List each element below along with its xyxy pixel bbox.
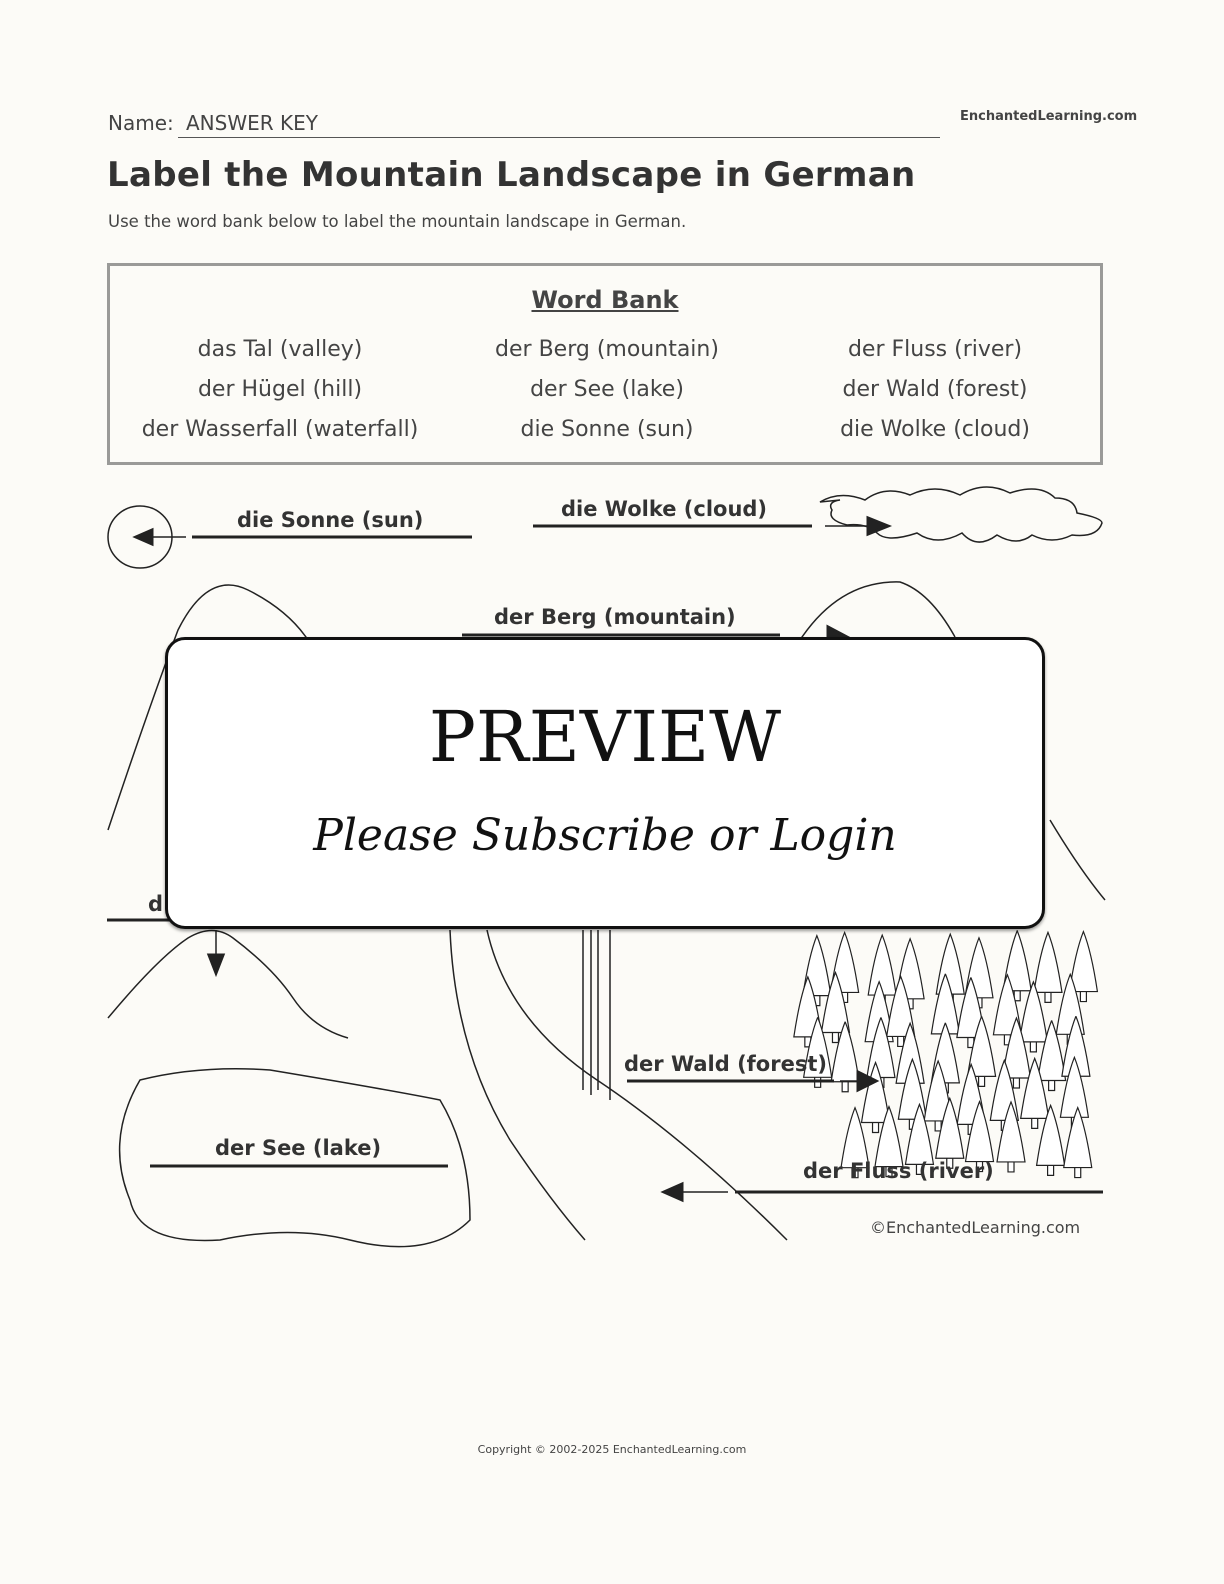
name-label: Name: xyxy=(108,111,174,135)
preview-overlay[interactable]: PREVIEW Please Subscribe or Login xyxy=(165,637,1045,929)
word-bank-item: die Sonne (sun) xyxy=(520,417,694,442)
mountain-right xyxy=(799,581,1106,901)
word-bank-item: der Wasserfall (waterfall) xyxy=(141,417,419,442)
tree-icon xyxy=(904,1102,935,1175)
word-bank-column: das Tal (valley) der Hügel (hill) der Wa… xyxy=(115,330,445,450)
word-bank-item: die Wolke (cloud) xyxy=(840,417,1030,442)
cloud-shape xyxy=(819,486,1103,543)
word-bank-column: der Berg (mountain) der See (lake) die S… xyxy=(442,330,772,450)
lake-shape xyxy=(118,1068,471,1248)
instructions: Use the word bank below to label the mou… xyxy=(108,212,687,231)
word-bank: Word Bank das Tal (valley) der Hügel (hi… xyxy=(107,263,1103,465)
illustration-credit: ©EnchantedLearning.com xyxy=(870,1218,1081,1237)
tree-icon xyxy=(1036,1018,1067,1092)
page-title: Label the Mountain Landscape in German xyxy=(107,155,916,195)
waterfall-lines xyxy=(582,930,611,1100)
tree-icon xyxy=(966,1014,997,1087)
word-bank-item: der Berg (mountain) xyxy=(495,337,719,362)
tree-icon xyxy=(840,1106,870,1179)
cloud-label: die Wolke (cloud) xyxy=(561,497,768,521)
subscribe-login-prompt[interactable]: Please Subscribe or Login xyxy=(313,810,897,861)
river-bank-right xyxy=(486,929,788,1241)
tree-icon xyxy=(996,1100,1026,1173)
word-bank-title: Word Bank xyxy=(531,286,679,314)
river-bank-left xyxy=(449,929,586,1241)
tree-icon xyxy=(820,970,851,1044)
name-line xyxy=(178,137,940,138)
word-bank-item: das Tal (valley) xyxy=(197,337,363,362)
preview-title: PREVIEW xyxy=(428,696,782,778)
hill-shape xyxy=(107,929,349,1039)
tree-icon xyxy=(1001,1016,1032,1089)
lake-label: der See (lake) xyxy=(215,1136,382,1160)
name-value: ANSWER KEY xyxy=(186,111,318,135)
tree-icon xyxy=(1068,929,1099,1003)
word-bank-column: der Fluss (river) der Wald (forest) die … xyxy=(770,330,1100,450)
mountain-label: der Berg (mountain) xyxy=(494,605,736,629)
tree-icon xyxy=(935,1096,965,1169)
tree-icon xyxy=(1020,1056,1050,1129)
mountain-left xyxy=(107,584,309,831)
tree-icon xyxy=(964,1099,995,1173)
tree-icon xyxy=(1018,980,1049,1053)
copyright: Copyright © 2002-2025 EnchantedLearning.… xyxy=(477,1443,747,1456)
river-label: der Fluss (river) xyxy=(803,1159,994,1183)
word-bank-item: der See (lake) xyxy=(530,377,684,402)
word-bank-item: der Fluss (river) xyxy=(847,337,1023,362)
tree-icon xyxy=(1035,1103,1066,1176)
site-link[interactable]: EnchantedLearning.com xyxy=(960,109,1138,124)
tree-icon xyxy=(1063,1105,1093,1179)
word-bank-item: der Wald (forest) xyxy=(842,377,1028,402)
word-bank-item: der Hügel (hill) xyxy=(197,377,363,402)
hill-label-fragment: d xyxy=(148,892,164,916)
sun-label: die Sonne (sun) xyxy=(237,508,424,532)
forest-trees xyxy=(793,929,1099,1179)
tree-icon xyxy=(1033,930,1063,1003)
tree-icon xyxy=(874,1104,904,1178)
forest-label: der Wald (forest) xyxy=(624,1052,827,1076)
